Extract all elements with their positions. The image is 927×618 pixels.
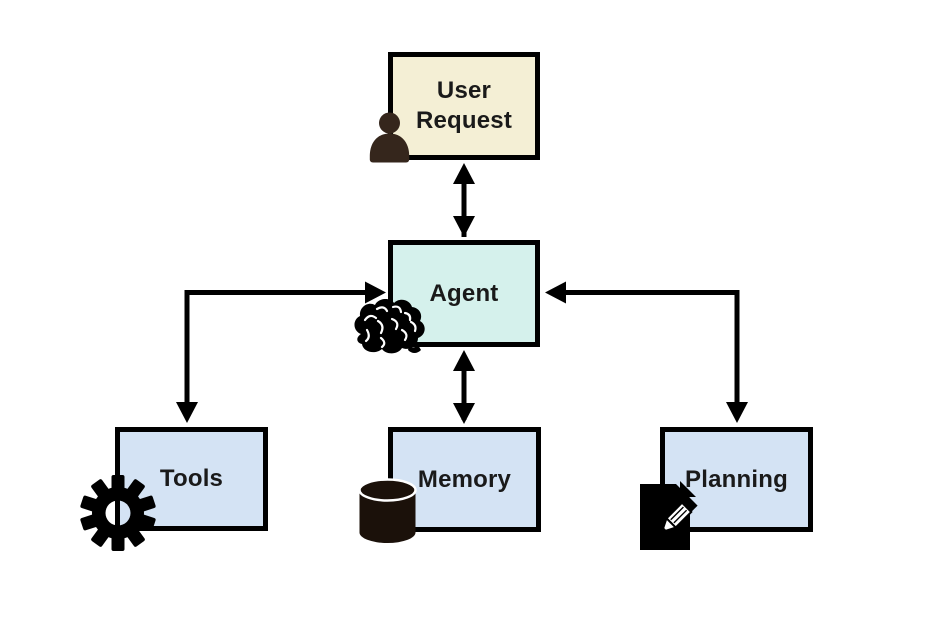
connector-user-request-agent (453, 163, 475, 237)
node-user-request: User Request (388, 52, 540, 160)
node-agent-label: Agent (429, 279, 499, 307)
document-pencil-icon (639, 476, 709, 561)
gear-icon (79, 474, 157, 557)
database-icon (356, 477, 419, 551)
node-user-request-label: User Request (415, 77, 513, 134)
node-planning-label: Planning (685, 465, 788, 493)
connector-agent-tools (176, 281, 386, 423)
connector-agent-planning (545, 281, 748, 423)
node-memory-label: Memory (417, 465, 512, 493)
brain-icon (349, 297, 427, 362)
connector-agent-memory (453, 350, 475, 424)
node-tools-label: Tools (159, 465, 224, 492)
person-icon (366, 112, 413, 168)
